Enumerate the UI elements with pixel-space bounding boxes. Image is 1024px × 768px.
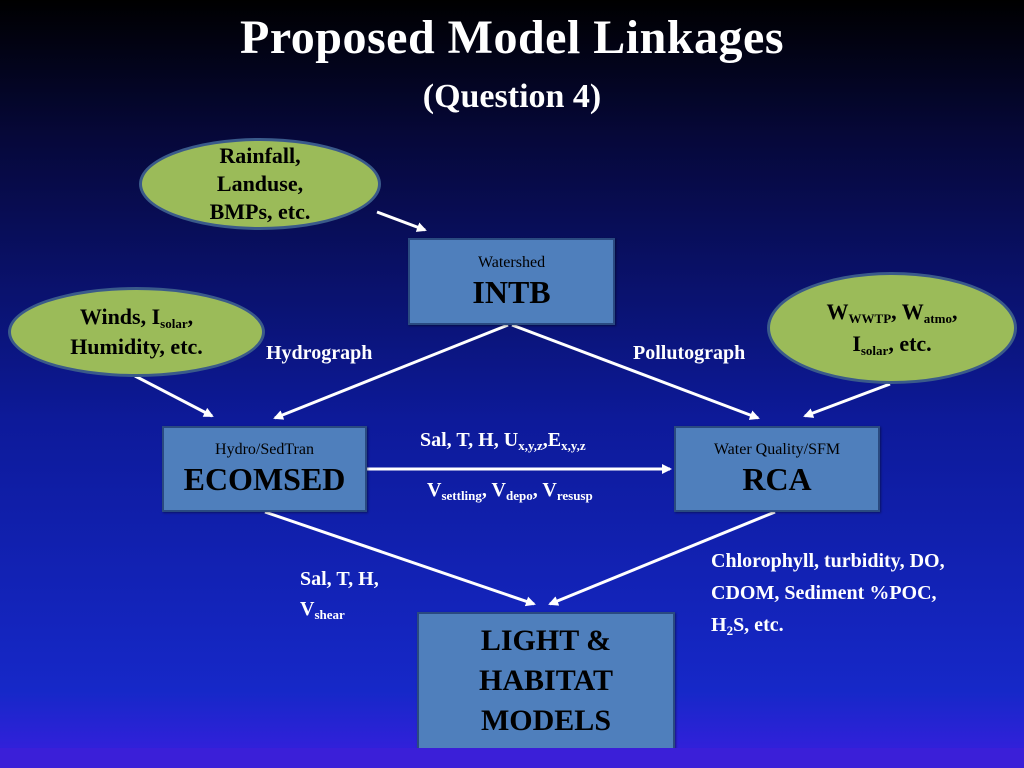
arrow-rainfall-to-intb: [376, 210, 427, 232]
arrow-intb-to-rca: [511, 323, 760, 420]
sal-output-line2: Vshear: [300, 594, 379, 624]
sal-output-line1: Sal, T, H,: [300, 568, 379, 590]
chl-output-line2: CDOM, Sediment %POC,: [711, 582, 937, 604]
loads-w1-sub: WWTP: [848, 311, 892, 326]
transfer1-b: ,E: [542, 429, 562, 451]
light-line3: MODELS: [480, 704, 612, 737]
sal-output-v: V: [300, 598, 315, 620]
transfer1-a-sub: x,y,z: [518, 438, 543, 453]
winds-line2: Humidity, etc.: [70, 334, 203, 359]
transfer2-c-sub: resusp: [556, 488, 593, 503]
intb-name: INTB: [472, 273, 551, 310]
loads-w1: W: [826, 299, 849, 324]
transfer2-b-sub: depo: [506, 488, 533, 503]
hydrograph-label: Hydrograph: [266, 342, 373, 364]
rainfall-input-ellipse: Rainfall, Landuse, BMPs, etc.: [139, 138, 381, 230]
rainfall-line1: Rainfall,: [219, 143, 301, 168]
ecomsed-name: ECOMSED: [183, 461, 346, 497]
loads-line1: WWWTP, Watmo,: [827, 296, 958, 328]
chl-output-h-end: S, etc.: [733, 614, 784, 636]
transfer-line2: Vsettling, Vdepo, Vresusp: [427, 478, 593, 502]
light-line2: HABITAT: [479, 664, 613, 697]
watershed-intb-box: Watershed INTB: [408, 238, 615, 325]
hydro-label: Hydro/SedTran: [215, 441, 314, 458]
rainfall-line3: BMPs, etc.: [209, 199, 311, 224]
winds-input-ellipse: Winds, Isolar, Humidity, etc.: [8, 287, 265, 377]
winds-text: Winds, I: [79, 304, 161, 329]
chlorophyll-output-label: Chlorophyll, turbidity, DO, CDOM, Sedime…: [711, 545, 945, 641]
rca-name: RCA: [742, 461, 812, 497]
transfer-line1: Sal, T, H, Ux,y,z,Ex,y,z: [420, 428, 586, 452]
loads-line2: Isolar, etc.: [852, 328, 931, 360]
arrow-rca-to-light: [548, 510, 776, 606]
chl-output-line1: Chlorophyll, turbidity, DO,: [711, 550, 945, 572]
transfer2-a: V: [427, 479, 442, 501]
arrow-ecomsed-to-light: [264, 510, 536, 607]
chl-output-line3: H2S, etc.: [711, 609, 945, 641]
winds-end: ,: [187, 304, 194, 329]
transfer2-b: , V: [481, 479, 506, 501]
wq-label: Water Quality/SFM: [713, 441, 841, 458]
hydro-ecomsed-box: Hydro/SedTran ECOMSED: [162, 426, 367, 512]
transfer1-b-sub: x,y,z: [561, 438, 586, 453]
loads-comma: ,: [951, 299, 958, 324]
light-habitat-models-box: LIGHT & HABITAT MODELS: [417, 612, 675, 750]
sal-output-v-sub: shear: [314, 607, 345, 622]
loads-input-ellipse: WWWTP, Watmo, Isolar, etc.: [767, 272, 1017, 384]
loads-i-sub: solar: [860, 343, 889, 358]
loads-end: , etc.: [888, 331, 932, 356]
sal-output-label: Sal, T, H, Vshear: [300, 564, 379, 624]
transfer2-a-sub: settling: [441, 488, 482, 503]
loads-w2-sub: atmo: [923, 311, 952, 326]
rainfall-line2: Landuse,: [216, 171, 304, 196]
arrow-loads-to-rca: [803, 382, 891, 418]
arrow-winds-to-ecomsed: [134, 374, 214, 418]
transfer2-c: , V: [532, 479, 557, 501]
winds-sub: solar: [160, 316, 188, 331]
loads-i: I: [852, 331, 861, 356]
slide-subtitle: (Question 4): [422, 78, 602, 115]
water-quality-rca-box: Water Quality/SFM RCA: [674, 426, 880, 512]
winds-line1: Winds, Isolar,: [80, 302, 193, 332]
chl-output-h-sub: 2: [726, 623, 734, 638]
arrow-intb-to-ecomsed: [273, 323, 509, 420]
watershed-label: Watershed: [477, 253, 546, 271]
loads-sep: , W: [891, 299, 924, 324]
bottom-band: [0, 748, 1024, 768]
light-line1: LIGHT &: [480, 624, 612, 657]
pollutograph-label: Pollutograph: [633, 342, 746, 364]
transfer1-a: Sal, T, H, U: [420, 429, 519, 451]
slide-title: Proposed Model Linkages: [240, 11, 784, 64]
chl-output-h: H: [711, 614, 727, 636]
